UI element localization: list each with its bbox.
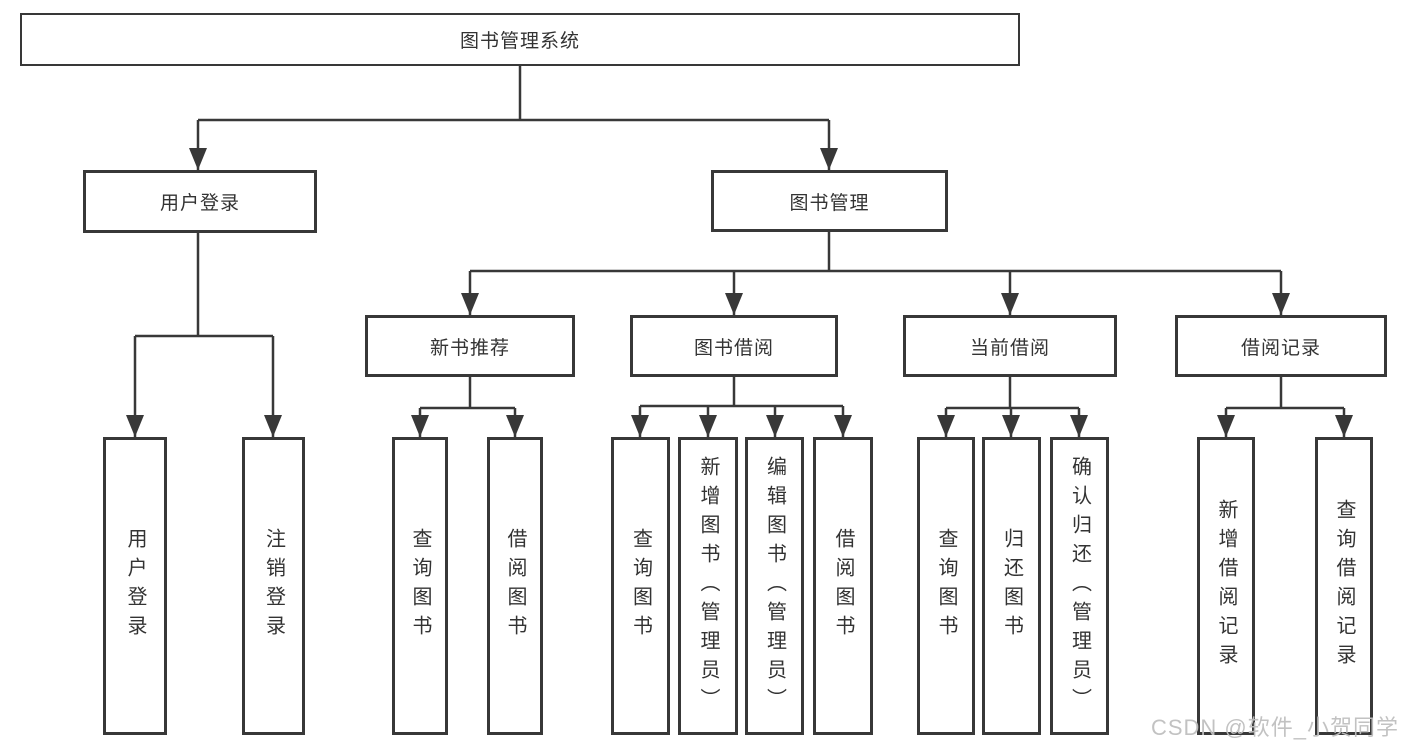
leaf-label: 借阅图书	[504, 528, 526, 644]
watermark: CSDN @软件_小贺同学	[1150, 715, 1399, 740]
leaf-add-books-admin: 新增图书（管理员）	[678, 437, 738, 735]
leaf-label: 归还图书	[1000, 528, 1023, 644]
leaf-label: 用户登录	[124, 528, 146, 644]
node-label: 图书借阅	[693, 337, 774, 359]
node-book-borrowing: 图书借阅	[630, 315, 838, 377]
leaf-edit-books-admin: 编辑图书（管理员）	[745, 437, 804, 735]
node-borrowing-records: 借阅记录	[1175, 315, 1387, 377]
leaf-label: 查询图书	[409, 528, 431, 644]
leaf-add-borrow-record: 新增借阅记录	[1197, 437, 1255, 735]
leaf-confirm-return-admin: 确认归还（管理员）	[1050, 437, 1109, 735]
connector-root-to-level2	[189, 66, 838, 170]
node-library-management-system: 图书管理系统	[20, 13, 1020, 66]
node-label: 图书管理系统	[459, 31, 580, 52]
leaf-label: 查询图书	[629, 528, 652, 644]
node-book-management: 图书管理	[711, 170, 948, 232]
node-label: 用户登录	[159, 193, 240, 214]
leaf-label: 确认归还（管理员）	[1068, 455, 1091, 717]
leaf-label: 查询借阅记录	[1333, 499, 1355, 673]
leaf-label: 借阅图书	[832, 528, 854, 644]
node-current-borrowing: 当前借阅	[903, 315, 1117, 377]
leaf-return-books: 归还图书	[982, 437, 1041, 735]
leaf-label: 查询图书	[935, 528, 957, 644]
connector-user-login-to-leaves	[126, 233, 282, 437]
node-label: 当前借阅	[969, 337, 1050, 359]
node-label: 借阅记录	[1240, 337, 1321, 359]
leaf-query-books-current: 查询图书	[917, 437, 975, 735]
connector-book-borrowing-to-leaves	[631, 377, 852, 437]
connector-borrowing-records-to-leaves	[1217, 377, 1353, 437]
node-new-book-recommend: 新书推荐	[365, 315, 575, 377]
leaf-query-borrow-record: 查询借阅记录	[1315, 437, 1373, 735]
connector-new-book-recommend-to-leaves	[411, 377, 524, 437]
node-label: 新书推荐	[429, 337, 510, 359]
leaf-borrow-books: 借阅图书	[813, 437, 873, 735]
node-label: 图书管理	[789, 192, 870, 214]
leaf-query-books-recommend: 查询图书	[392, 437, 448, 735]
leaf-label: 新增图书（管理员）	[697, 455, 719, 717]
leaf-query-books-borrowing: 查询图书	[611, 437, 670, 735]
leaf-label: 新增借阅记录	[1215, 499, 1237, 673]
leaf-borrow-books-recommend: 借阅图书	[487, 437, 543, 735]
leaf-label: 编辑图书（管理员）	[763, 455, 786, 717]
leaf-user-login: 用户登录	[103, 437, 167, 735]
connector-book-mgmt-to-level3	[461, 232, 1290, 315]
connector-current-borrowing-to-leaves	[937, 377, 1088, 437]
leaf-logout: 注销登录	[242, 437, 305, 735]
node-user-login: 用户登录	[83, 170, 317, 233]
leaf-label: 注销登录	[262, 528, 285, 644]
